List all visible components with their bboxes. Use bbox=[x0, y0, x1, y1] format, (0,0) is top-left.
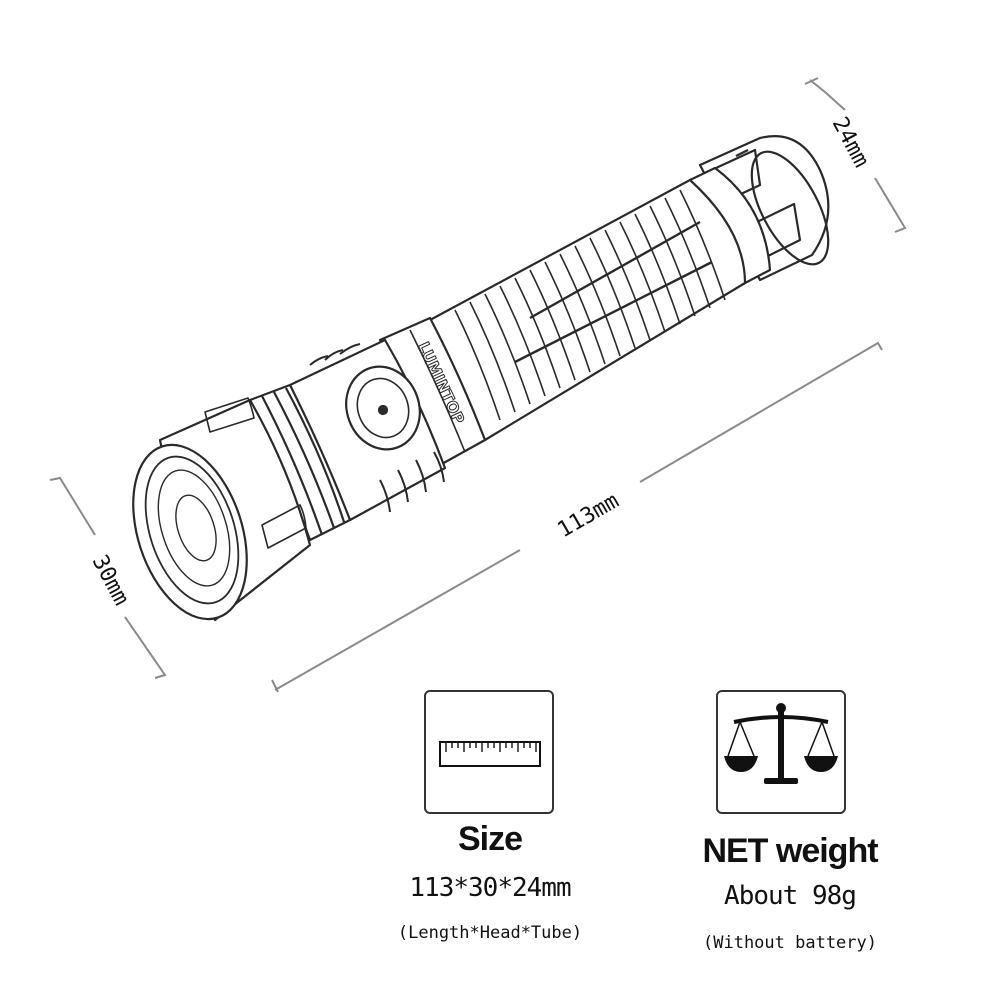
weight-title: NET weight bbox=[702, 832, 878, 870]
size-section: Size 113*30*24mm (Length*Head*Tube) bbox=[380, 820, 600, 943]
tube-dimension-line-lower bbox=[874, 177, 907, 233]
tube-dimension-label: 24mm bbox=[827, 113, 874, 172]
body-tube bbox=[428, 178, 747, 442]
weight-icon-box bbox=[716, 690, 846, 814]
size-note: (Length*Head*Tube) bbox=[397, 923, 583, 943]
weight-value: About 98g bbox=[724, 881, 857, 911]
weight-section: NET weight About 98g (Without battery) bbox=[680, 832, 900, 953]
size-value: 113*30*24mm bbox=[409, 873, 571, 903]
length-dimension-label: 113mm bbox=[554, 488, 624, 543]
size-icon-box bbox=[424, 690, 554, 814]
head-dimension-label: 30mm bbox=[87, 551, 134, 610]
dimension-lines bbox=[49, 77, 907, 693]
size-title: Size bbox=[457, 820, 523, 858]
weight-note: (Without battery) bbox=[703, 933, 877, 953]
ruler-icon bbox=[439, 741, 541, 767]
flashlight-drawing: LUMINTOP bbox=[132, 134, 830, 622]
bezel-lens bbox=[132, 443, 248, 621]
balance-scale-icon bbox=[724, 703, 838, 784]
tube-dimension-line bbox=[809, 79, 846, 111]
length-dimension-line-left bbox=[274, 549, 521, 691]
head-dimension-line-bottom bbox=[124, 616, 167, 679]
switch-housing bbox=[288, 338, 447, 522]
head-dimension-line-top bbox=[49, 476, 96, 536]
length-dimension-line-right bbox=[639, 341, 883, 483]
